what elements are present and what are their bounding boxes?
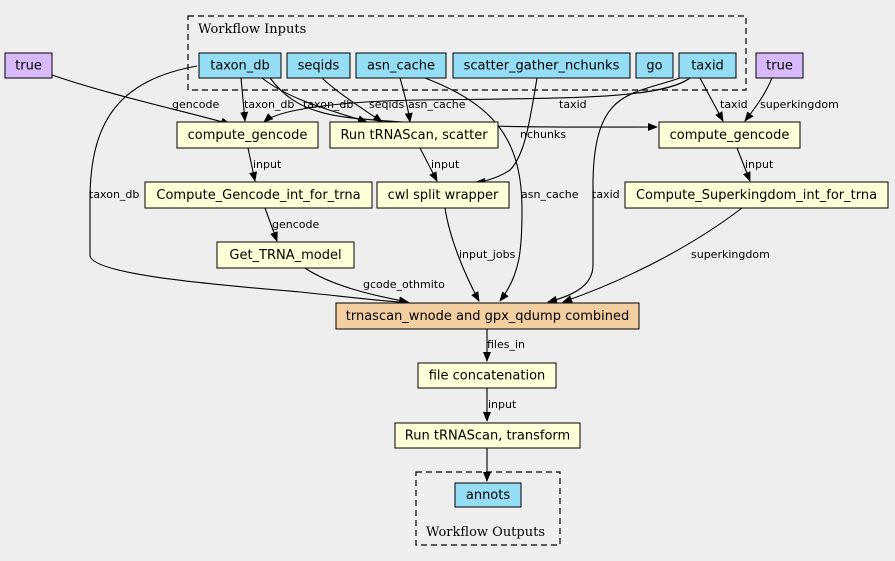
node-label: compute_gencode	[188, 128, 308, 143]
edge-scatter-to-cwl-split	[419, 147, 438, 182]
node-label: true	[766, 59, 793, 74]
node-label: Get_TRNA_model	[229, 248, 341, 263]
edge-superkingdom-int-to-trnascan-combined	[562, 207, 743, 303]
edge-label-taxid: taxid	[720, 98, 748, 111]
node-label: taxon_db	[210, 59, 270, 74]
edge-label-gcode-othmito: gcode_othmito	[363, 278, 445, 291]
edge-label-input-jobs: input_jobs	[459, 248, 516, 261]
edge-label-taxid: taxid	[592, 188, 620, 201]
edge-get-trna-model-to-trnascan-combined	[304, 267, 409, 305]
true-constant-left[interactable]: true	[4, 52, 53, 79]
edge-label-nchunks: nchunks	[520, 128, 566, 141]
input-scatter-gather-nchunks[interactable]: scatter_gather_nchunks	[452, 52, 631, 79]
input-go[interactable]: go	[635, 52, 674, 79]
edge-taxon-db-to-trnascan-combined	[89, 65, 411, 307]
edge-label-asn-cache: asn_cache	[521, 188, 579, 201]
edge-label-superkingdom: superkingdom	[691, 248, 770, 261]
node-label: Run tRNAScan, transform	[405, 429, 570, 444]
input-taxid[interactable]: taxid	[678, 52, 737, 79]
step-run-trnascan-transform[interactable]: Run tRNAScan, transform	[394, 422, 581, 449]
node-label: taxid	[691, 59, 724, 74]
node-label: Compute_Superkingdom_int_for_trna	[636, 188, 877, 203]
node-label: go	[646, 59, 662, 74]
step-compute-gencode-left[interactable]: compute_gencode	[176, 121, 319, 149]
node-label: annots	[466, 488, 510, 503]
node-label: true	[15, 59, 42, 74]
step-run-trnascan-scatter[interactable]: Run tRNAScan, scatter	[329, 121, 499, 149]
node-label: Compute_Gencode_int_for_trna	[156, 188, 360, 203]
edge-taxid-to-trnascan-combined	[547, 77, 681, 304]
node-label: file concatenation	[429, 369, 546, 384]
edge-taxid-to-compute-gencode-right	[699, 77, 724, 122]
edge-label-gencode: gencode	[272, 218, 319, 231]
step-compute-gencode-int[interactable]: Compute_Gencode_int_for_trna	[144, 181, 373, 209]
input-asn-cache[interactable]: asn_cache	[355, 52, 447, 79]
node-label: asn_cache	[367, 59, 435, 74]
node-label: seqids	[298, 59, 340, 74]
edge-compute-gencode-right-to-int	[736, 147, 751, 182]
step-trnascan-combined[interactable]: trnascan_wnode and gpx_qdump combined	[335, 302, 640, 330]
edge-true-to-compute-gencode	[51, 74, 231, 126]
edge-labels: gencode taxon_db taxon_db seqids asn_cac…	[89, 98, 839, 411]
edge-label-seqids: seqids	[369, 98, 405, 111]
edge-gencode-int-to-get-trna-model	[264, 207, 278, 242]
step-compute-superkingdom-int[interactable]: Compute_Superkingdom_int_for_trna	[624, 181, 889, 209]
edge-taxon-db-to-compute-gencode	[240, 77, 249, 122]
edge-taxid-to-compute-gencode-left	[263, 77, 691, 123]
edge-asn-cache-to-run-trnascan-scatter	[399, 77, 413, 123]
edge-true-to-compute-gencode-right	[744, 77, 773, 122]
edge-label-taxon-db: taxon_db	[244, 98, 294, 111]
step-file-concatenation[interactable]: file concatenation	[417, 362, 557, 389]
edge-label-input: input	[253, 158, 282, 171]
node-label: Run tRNAScan, scatter	[340, 128, 488, 143]
edge-nchunks-to-cwl-split	[475, 77, 538, 186]
node-label: trnascan_wnode and gpx_qdump combined	[346, 309, 629, 324]
edge-compute-gencode-to-int	[247, 147, 258, 182]
edge-label-input: input	[431, 158, 460, 171]
step-compute-gencode-right[interactable]: compute_gencode	[658, 121, 801, 149]
edge-label-taxid: taxid	[559, 98, 587, 111]
workflow-inputs-cluster: Workflow Inputs	[187, 15, 747, 91]
edge-seqids-to-run-trnascan-scatter	[321, 77, 383, 123]
node-label: cwl split wrapper	[388, 188, 499, 203]
edge-label-asn-cache: asn_cache	[408, 98, 466, 111]
edge-label-superkingdom: superkingdom	[760, 98, 839, 111]
nodes: true taxon_db seqids asn_cache scatter_g…	[4, 52, 889, 508]
node-label: compute_gencode	[670, 128, 790, 143]
edge-asn-cache-to-trnascan-combined	[424, 77, 523, 302]
workflow-inputs-title: Workflow Inputs	[198, 22, 306, 37]
output-annots[interactable]: annots	[454, 482, 522, 508]
true-constant-right[interactable]: true	[755, 52, 804, 79]
node-label: scatter_gather_nchunks	[464, 59, 620, 74]
workflow-outputs-title: Workflow Outputs	[426, 525, 545, 540]
edge-label-input: input	[488, 398, 517, 411]
edge-label-taxon-db: taxon_db	[89, 188, 139, 201]
step-get-trna-model[interactable]: Get_TRNA_model	[216, 241, 355, 269]
input-seqids[interactable]: seqids	[286, 52, 351, 79]
edge-label-gencode: gencode	[172, 98, 219, 111]
input-taxon-db[interactable]: taxon_db	[198, 52, 282, 79]
edge-cwl-split-to-trnascan-combined	[444, 207, 480, 302]
step-cwl-split-wrapper[interactable]: cwl split wrapper	[376, 181, 510, 209]
edge-label-input: input	[745, 158, 774, 171]
edge-label-files-in: files_in	[487, 338, 525, 351]
edge-label-taxon-db: taxon_db	[303, 98, 353, 111]
